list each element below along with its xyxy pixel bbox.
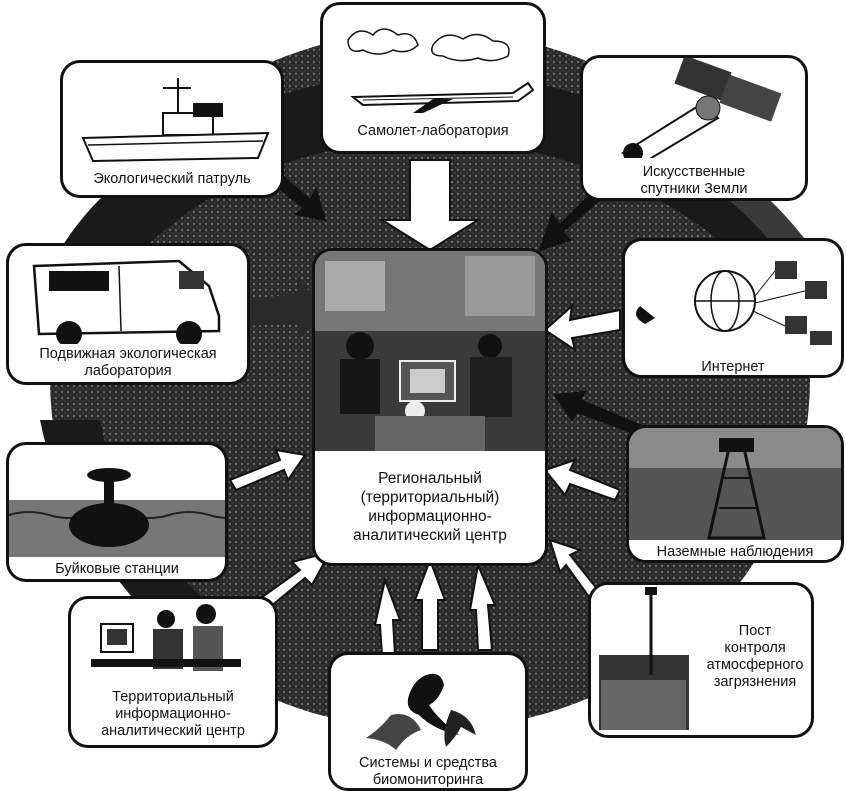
globe-network-icon xyxy=(636,261,832,345)
arrow-right xyxy=(543,303,621,353)
node-biomonitoring: Системы и средства биомониторинга xyxy=(328,652,528,791)
node-satellites: Искусственные спутники Земли xyxy=(580,55,808,201)
node-eco-patrol: Экологический патруль xyxy=(60,60,284,198)
buoy-icon xyxy=(9,468,225,557)
arrow-upper-right xyxy=(538,183,607,252)
node-eco-patrol-label: Экологический патруль xyxy=(67,171,277,188)
node-territorial-label: Территориальный информационно- аналитиче… xyxy=(75,689,271,740)
airplane-icon xyxy=(347,28,535,113)
node-airplane: Самолет-лаборатория xyxy=(320,2,546,154)
node-internet: Интернет xyxy=(622,238,844,378)
node-air-post-label: Пост контроля атмосферного загрязнения xyxy=(703,623,807,691)
boat-icon xyxy=(81,78,270,163)
node-biomonitoring-label: Системы и средства биомониторинга xyxy=(335,755,521,788)
arrow-right-low xyxy=(543,458,622,502)
arrow-left-mid xyxy=(228,448,307,492)
arrow-bottom-1 xyxy=(413,557,447,651)
center-label: Региональный (территориальный) информаци… xyxy=(319,469,541,545)
node-mobile-lab: Подвижная экологическая лаборатория xyxy=(6,243,250,385)
tower-icon xyxy=(629,428,841,540)
arrow-bottom-3 xyxy=(373,576,402,656)
post-icon xyxy=(591,585,695,735)
node-internet-label: Интернет xyxy=(629,359,837,375)
node-air-post: Пост контроля атмосферного загрязнения xyxy=(588,582,814,738)
node-airplane-label: Самолет-лаборатория xyxy=(327,123,539,140)
node-mobile-lab-label: Подвижная экологическая лаборатория xyxy=(13,346,243,380)
node-buoys-label: Буйковые станции xyxy=(13,561,221,578)
node-satellites-label: Искусственные спутники Земли xyxy=(587,164,801,198)
arrow-bottom-2 xyxy=(468,561,497,651)
arrow-top xyxy=(378,159,482,252)
office-people-icon xyxy=(315,251,545,451)
arrow-right-mid xyxy=(553,390,642,436)
node-territorial: Территориальный информационно- аналитиче… xyxy=(68,596,278,748)
center-node: Региональный (территориальный) информаци… xyxy=(312,248,548,566)
birds-icon xyxy=(366,673,476,750)
node-buoys: Буйковые станции xyxy=(6,442,228,582)
node-ground: Наземные наблюдения xyxy=(626,425,844,563)
satellite-icon xyxy=(620,58,782,158)
people-computer-icon xyxy=(91,604,241,671)
node-ground-label: Наземные наблюдения xyxy=(633,544,837,560)
van-icon xyxy=(32,259,221,344)
